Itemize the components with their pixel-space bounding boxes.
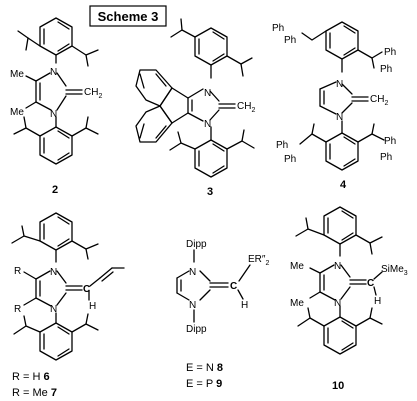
compound-2-upper-aryl bbox=[17, 17, 99, 67]
compound-6-7-imidazole bbox=[23, 267, 125, 324]
compound-4-upper-aryl bbox=[301, 21, 383, 73]
compound-4-lower-aryl bbox=[299, 123, 385, 171]
methyl-label: Me bbox=[10, 107, 24, 118]
compound-3-lower-aryl bbox=[169, 129, 255, 178]
compound-4: Ph Ph Ph Ph N N CH2 Ph Ph bbox=[272, 21, 396, 191]
trimethylsilyl-label: SiMe3 bbox=[381, 264, 408, 277]
compound-10: N N Me Me C H SiMe3 10 bbox=[290, 206, 408, 392]
n-atom: N bbox=[189, 300, 196, 311]
phenyl-label: Ph bbox=[284, 35, 296, 46]
n-atom: N bbox=[50, 109, 57, 120]
n-atom: N bbox=[189, 267, 196, 278]
compound-caption: R = Me 7 bbox=[12, 387, 57, 399]
n-atom: N bbox=[204, 88, 211, 99]
compound-2-lower-aryl bbox=[13, 116, 99, 165]
compound-3: N N CH2 3 bbox=[135, 18, 255, 198]
compound-caption: E = N 8 bbox=[186, 362, 223, 374]
carbon-label: C bbox=[230, 281, 237, 292]
n-atom: N bbox=[336, 112, 343, 123]
compound-6-7-lower-aryl bbox=[13, 313, 99, 361]
compound-number: 3 bbox=[207, 186, 213, 198]
title-box bbox=[89, 5, 167, 27]
n-atom: N bbox=[336, 79, 343, 90]
phenyl-label: Ph bbox=[384, 136, 396, 147]
carbon-label: C bbox=[367, 278, 374, 289]
carbon-label: C bbox=[83, 284, 90, 295]
compound-caption: R = H 6 bbox=[12, 371, 50, 383]
compound-6-7: N N R R C H R = H 6 R = Me 7 bbox=[11, 212, 125, 399]
compound-3-upper-aryl bbox=[170, 18, 253, 79]
compound-6-7-upper-aryl bbox=[11, 212, 99, 263]
compound-10-upper-aryl bbox=[295, 206, 383, 257]
compound-8-9: Dipp N N C H ER″2 Dipp E = N 8 E = P 9 bbox=[176, 239, 269, 390]
compound-number: 10 bbox=[332, 380, 344, 392]
compound-8-9-imidazole bbox=[176, 249, 251, 323]
r-group-label: R bbox=[14, 266, 21, 277]
phenyl-label: Ph bbox=[384, 47, 396, 58]
compound-2-imidazole bbox=[25, 72, 83, 128]
phenyl-label: Ph bbox=[284, 154, 296, 165]
hydrogen-label: H bbox=[374, 296, 381, 307]
n-atom: N bbox=[50, 304, 57, 315]
er-group-label: ER″2 bbox=[248, 254, 269, 267]
n-atom: N bbox=[334, 261, 341, 272]
methylene-label: CH2 bbox=[237, 101, 255, 114]
hydrogen-label: H bbox=[89, 301, 96, 312]
methyl-label: Me bbox=[290, 261, 304, 272]
phenyl-label: Ph bbox=[272, 23, 284, 34]
n-atom: N bbox=[50, 67, 57, 78]
compound-caption: E = P 9 bbox=[186, 378, 222, 390]
phenyl-label: Ph bbox=[380, 64, 392, 75]
methylene-label: CH2 bbox=[84, 87, 102, 100]
n-atom: N bbox=[50, 267, 57, 278]
dipp-label: Dipp bbox=[186, 324, 207, 335]
n-atom: N bbox=[334, 298, 341, 309]
compound-number: 4 bbox=[340, 179, 347, 191]
scheme-title: Scheme 3 bbox=[98, 9, 159, 24]
hydrogen-label: H bbox=[241, 300, 248, 311]
compound-10-imidazole bbox=[309, 264, 383, 318]
compound-10-lower-aryl bbox=[297, 307, 383, 355]
compound-3-acenaphtho-imidazole bbox=[135, 69, 236, 143]
n-atom: N bbox=[204, 119, 211, 130]
compound-number: 2 bbox=[52, 184, 58, 196]
methylene-label: CH2 bbox=[370, 94, 388, 107]
compound-4-imidazole bbox=[319, 81, 369, 134]
methyl-label: Me bbox=[10, 69, 24, 80]
methyl-label: Me bbox=[290, 298, 304, 309]
phenyl-label: Ph bbox=[380, 152, 392, 163]
phenyl-label: Ph bbox=[276, 140, 288, 151]
r-group-label: R bbox=[14, 304, 21, 315]
dipp-label: Dipp bbox=[186, 239, 207, 250]
compound-2: N N Me Me CH2 2 bbox=[10, 17, 102, 196]
